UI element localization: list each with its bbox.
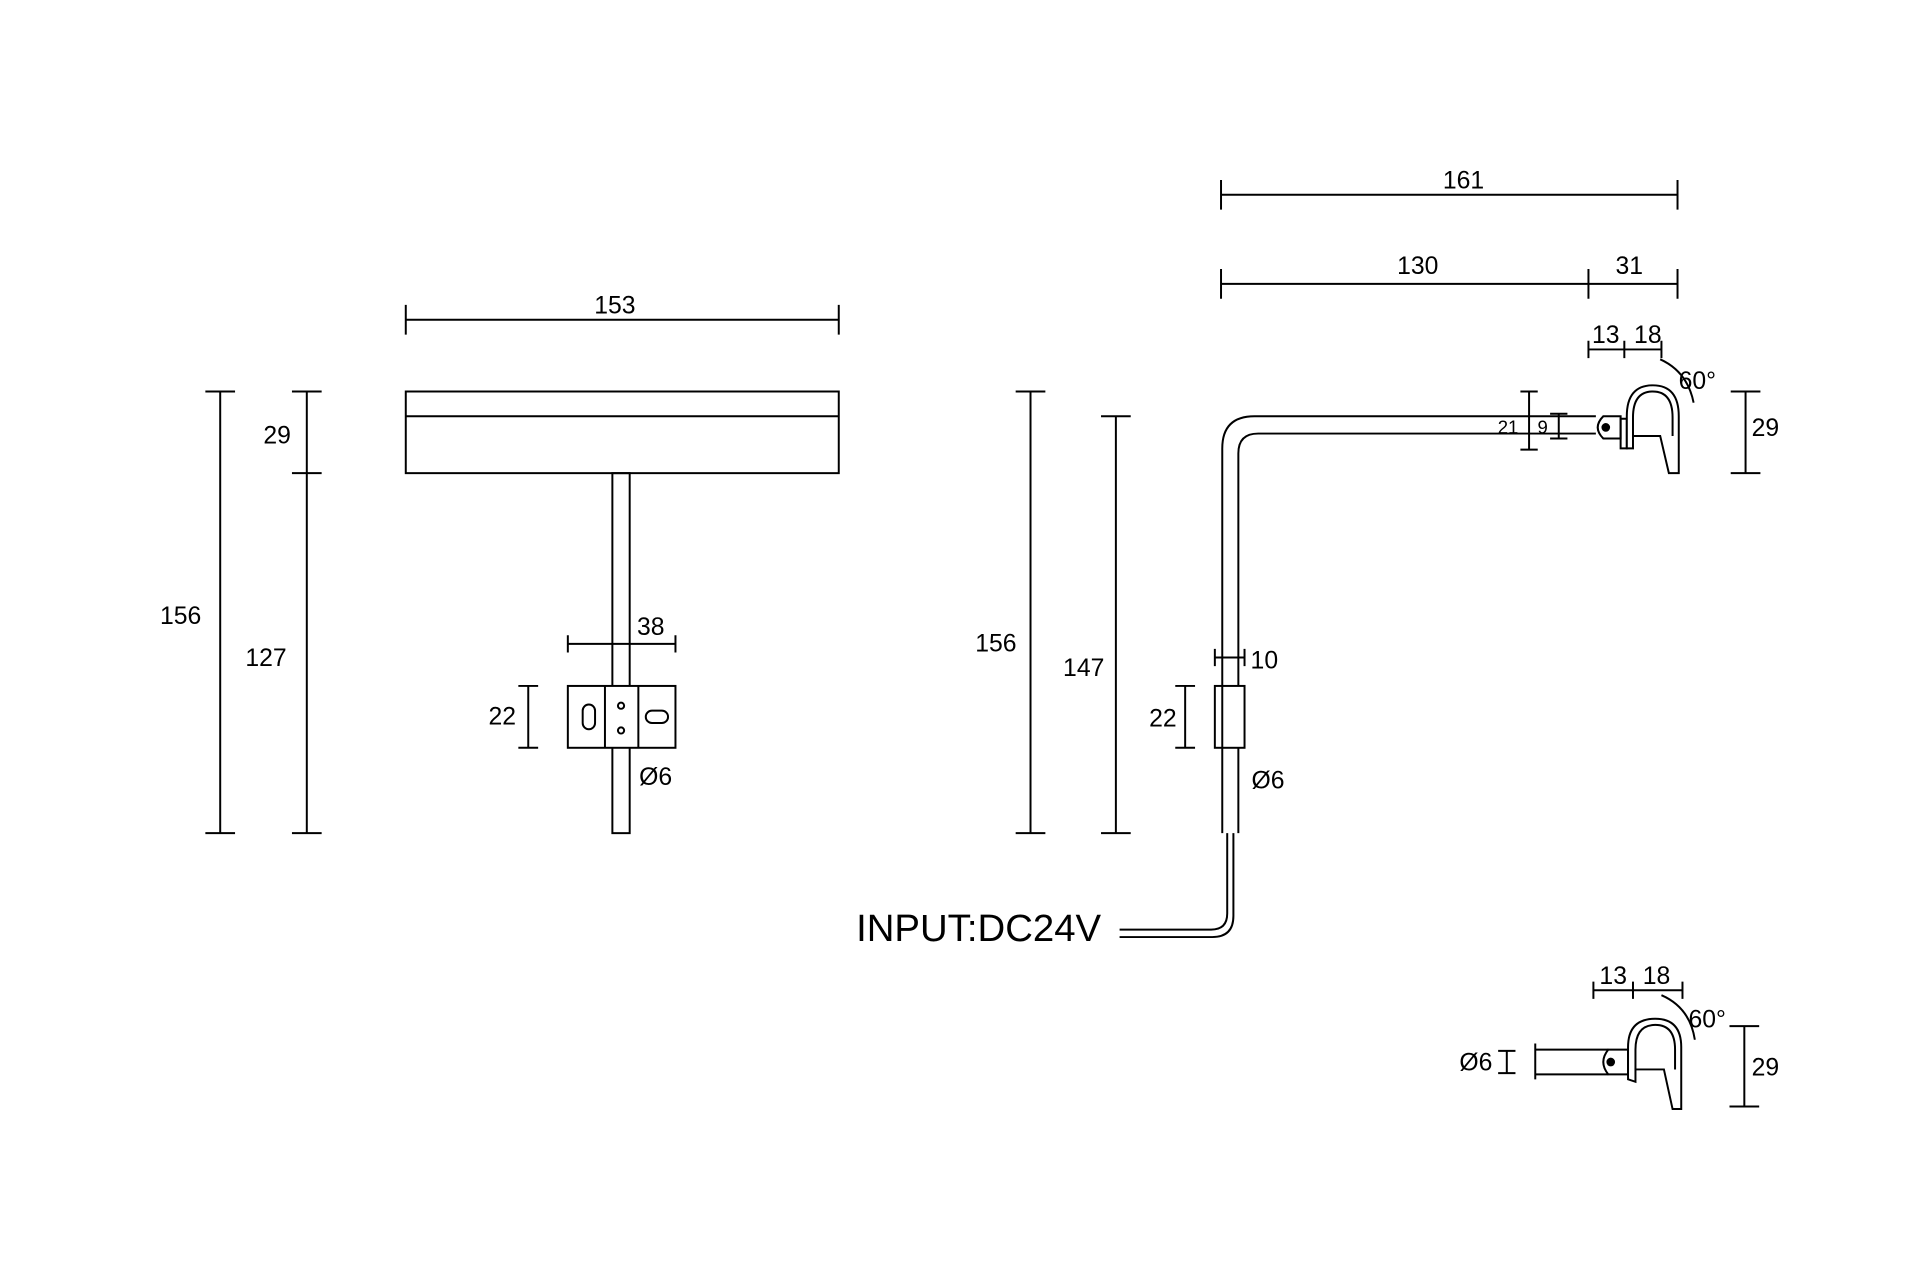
dim-head-reach-label: 31 bbox=[1616, 253, 1644, 280]
detail-view: 13 18 60° 29 Ø6 bbox=[1459, 963, 1780, 1111]
dim-bracket-height-label: 22 bbox=[1149, 706, 1177, 733]
dim-head-outer-label: 21 bbox=[1498, 417, 1519, 438]
dim-bracket-width-label: 38 bbox=[637, 614, 665, 641]
wall-bracket bbox=[1213, 684, 1246, 749]
dim-head-height-label: 29 bbox=[1752, 1055, 1780, 1082]
dim-stem-width-label: 10 bbox=[1251, 648, 1279, 675]
dim-total-height-label: 156 bbox=[975, 630, 1016, 657]
dim-joint-offset-label: 13 bbox=[1599, 963, 1627, 990]
light-head bbox=[404, 390, 840, 475]
dim-head-depth-label: 18 bbox=[1634, 322, 1662, 349]
slot-hole-left bbox=[581, 703, 597, 731]
dim-tilt-angle-label: 60° bbox=[1679, 368, 1716, 395]
dim-tilt-angle-label: 60° bbox=[1689, 1006, 1726, 1033]
front-view: 153 38 22 Ø6 156 29 127 bbox=[160, 293, 840, 835]
input-voltage-label: INPUT:DC24V bbox=[856, 907, 1101, 950]
dim-head-height-label: 29 bbox=[1752, 415, 1780, 442]
side-view: 161 130 31 13 18 156 147 60° 21 9 29 bbox=[856, 168, 1779, 950]
dim-head-height-label: 29 bbox=[263, 422, 291, 449]
dim-arm-height-label: 147 bbox=[1063, 655, 1104, 682]
dim-arm-reach-label: 130 bbox=[1397, 253, 1438, 280]
wall-bracket bbox=[566, 684, 677, 749]
lamp-head bbox=[1596, 358, 1695, 475]
dim-rod-diameter-label: Ø6 bbox=[1459, 1050, 1492, 1077]
dim-total-height-label: 156 bbox=[160, 603, 201, 630]
dim-head-depth-label: 18 bbox=[1643, 963, 1671, 990]
dim-total-reach-label: 161 bbox=[1443, 168, 1484, 195]
dim-joint-offset-label: 13 bbox=[1592, 322, 1620, 349]
dim-stem-height-label: 127 bbox=[245, 645, 286, 672]
dim-joint-size-label: 9 bbox=[1538, 417, 1548, 438]
pivot-dot bbox=[1601, 423, 1611, 432]
dim-width-label: 153 bbox=[594, 293, 635, 320]
dim-stem-diameter-label: Ø6 bbox=[639, 764, 672, 791]
dim-width: 153 bbox=[404, 293, 840, 335]
stem bbox=[611, 472, 631, 835]
dim-bracket-height-label: 22 bbox=[489, 703, 517, 730]
slot-hole-right bbox=[644, 709, 670, 725]
arm bbox=[1221, 415, 1596, 834]
power-cable bbox=[1119, 833, 1235, 939]
dim-stem-diameter-label: Ø6 bbox=[1252, 768, 1285, 795]
